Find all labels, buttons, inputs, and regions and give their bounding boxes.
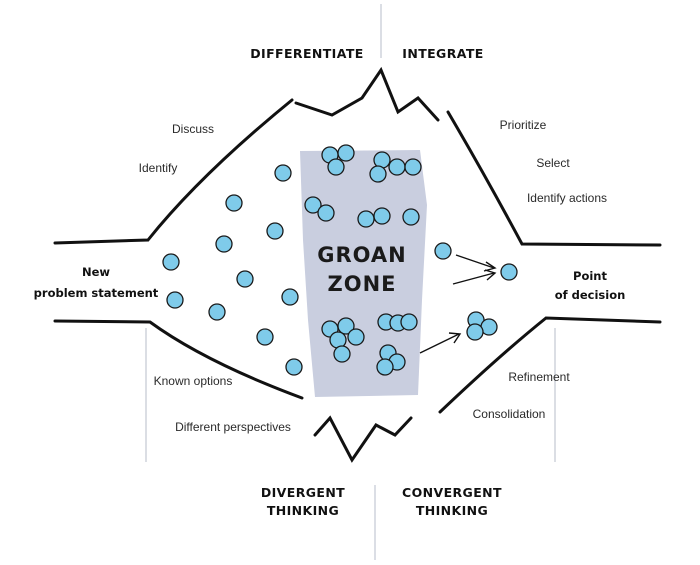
groan-zone-title-line1: GROAN bbox=[317, 243, 407, 267]
idea-dot bbox=[256, 328, 274, 346]
arrow-icon bbox=[452, 269, 497, 285]
header-differentiate: DIFFERENTIATE bbox=[250, 46, 363, 61]
idea-dot bbox=[215, 235, 233, 253]
idea-dot bbox=[373, 207, 391, 225]
divergent-ideas bbox=[162, 164, 303, 376]
idea-dot bbox=[208, 303, 226, 321]
idea-dot bbox=[357, 210, 375, 228]
idea-dot bbox=[388, 158, 406, 176]
idea-dot bbox=[285, 358, 303, 376]
label-refinement: Refinement bbox=[508, 370, 570, 384]
label-identify: Identify bbox=[139, 161, 178, 175]
idea-dot bbox=[236, 270, 254, 288]
idea-dot bbox=[402, 208, 420, 226]
idea-dot bbox=[466, 323, 484, 341]
idea-dot bbox=[304, 196, 322, 214]
idea-dot bbox=[327, 158, 345, 176]
label-consolidation: Consolidation bbox=[473, 407, 546, 421]
idea-dot bbox=[317, 204, 335, 222]
header-divergent-thinking: THINKING bbox=[267, 503, 339, 518]
idea-dot bbox=[376, 358, 394, 376]
idea-dot bbox=[434, 242, 452, 260]
header-divergent: DIVERGENT bbox=[261, 485, 345, 500]
lower-left-boundary bbox=[53, 319, 304, 400]
idea-dot bbox=[274, 164, 292, 182]
idea-dot bbox=[369, 165, 387, 183]
end-label-of-decision: of decision bbox=[555, 288, 626, 302]
end-label-point: Point bbox=[573, 269, 607, 283]
label-prioritize: Prioritize bbox=[500, 118, 547, 132]
arrow-icon bbox=[455, 254, 497, 272]
header-convergent-thinking: THINKING bbox=[416, 503, 488, 518]
idea-dot bbox=[266, 222, 284, 240]
header-integrate: INTEGRATE bbox=[402, 46, 483, 61]
label-discuss: Discuss bbox=[172, 122, 214, 136]
convergent-ideas bbox=[434, 242, 518, 341]
idea-dot bbox=[281, 288, 299, 306]
idea-dot bbox=[347, 328, 365, 346]
top-zigzag-boundary bbox=[294, 66, 440, 122]
idea-dot bbox=[166, 291, 184, 309]
idea-dot bbox=[400, 313, 418, 331]
arrow-icon bbox=[419, 332, 462, 354]
idea-dot bbox=[500, 263, 518, 281]
label-select: Select bbox=[536, 156, 570, 170]
idea-dot bbox=[404, 158, 422, 176]
header-convergent: CONVERGENT bbox=[402, 485, 502, 500]
idea-dot bbox=[337, 144, 355, 162]
label-identify-actions: Identify actions bbox=[527, 191, 607, 205]
idea-dot bbox=[162, 253, 180, 271]
idea-dot bbox=[225, 194, 243, 212]
start-label-new: New bbox=[82, 265, 110, 279]
lower-right-boundary bbox=[438, 316, 662, 414]
label-different-perspectives: Different perspectives bbox=[175, 420, 291, 434]
upper-right-boundary bbox=[446, 110, 662, 247]
label-known-options: Known options bbox=[154, 374, 233, 388]
groan-zone-title-line2: ZONE bbox=[328, 272, 397, 296]
idea-dot bbox=[333, 345, 351, 363]
upper-left-boundary bbox=[53, 98, 294, 245]
bottom-zigzag-boundary bbox=[313, 415, 413, 463]
idea-dot bbox=[337, 317, 355, 335]
groan-zone-ideas bbox=[304, 144, 422, 376]
start-label-problem-statement: problem statement bbox=[34, 286, 159, 300]
